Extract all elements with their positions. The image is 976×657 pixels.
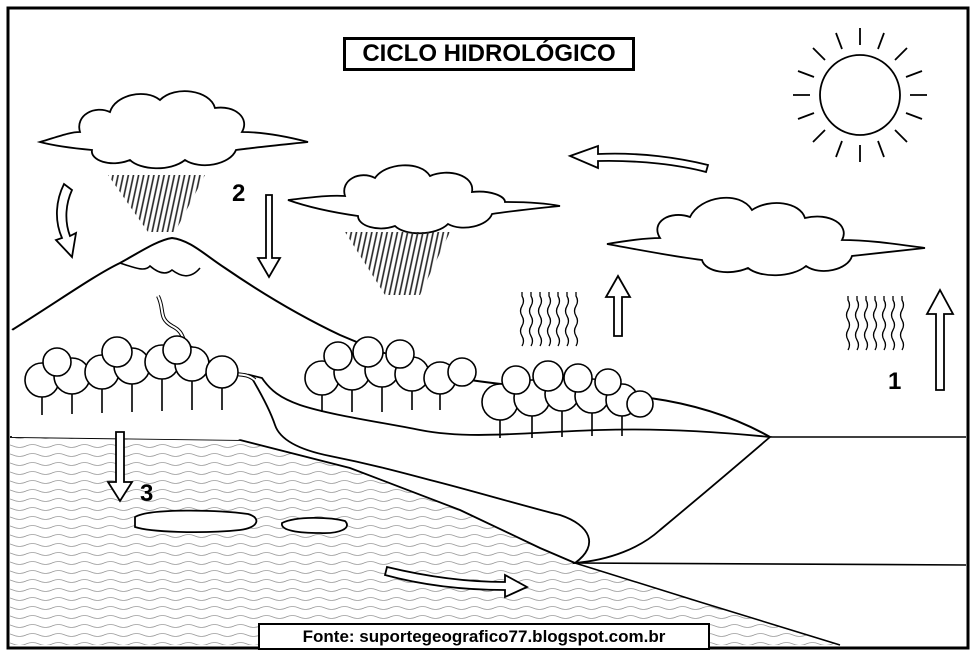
river-lake — [248, 373, 773, 565]
label-2: 2 — [232, 180, 246, 207]
groundwater-pocket-1 — [134, 509, 258, 534]
arrow-infiltration — [106, 431, 134, 503]
soil-layer — [10, 434, 840, 645]
rain-middle — [345, 232, 450, 295]
evaporation-lines-middle — [519, 292, 579, 347]
cloud-left — [36, 90, 309, 170]
arrow-runoff — [383, 565, 530, 599]
label-3: 3 — [140, 480, 154, 507]
arrow-evaporation-right — [925, 288, 955, 391]
ocean — [575, 563, 966, 645]
evaporation-lines-right — [845, 296, 905, 351]
arrow-evaporation-middle — [604, 274, 632, 337]
sun — [793, 28, 927, 162]
arrow-precip-2 — [256, 194, 282, 279]
arrow-precip-left — [54, 182, 78, 259]
cloud-right — [606, 196, 926, 277]
groundwater-pocket-2 — [281, 516, 348, 534]
diagram-title: CICLO HIDROLÓGICO — [343, 37, 635, 71]
tree-group-right — [481, 360, 654, 438]
label-1: 1 — [888, 368, 902, 395]
arrows — [54, 144, 955, 599]
cloud-middle — [287, 164, 561, 235]
rain-left — [108, 175, 205, 232]
snow-cap — [119, 262, 201, 277]
arrow-wind-left — [567, 144, 710, 174]
source-credit: Fonte: suportegeografico77.blogspot.com.… — [258, 623, 710, 650]
tree-group-middle — [304, 336, 477, 412]
tree-group-left — [24, 335, 239, 415]
